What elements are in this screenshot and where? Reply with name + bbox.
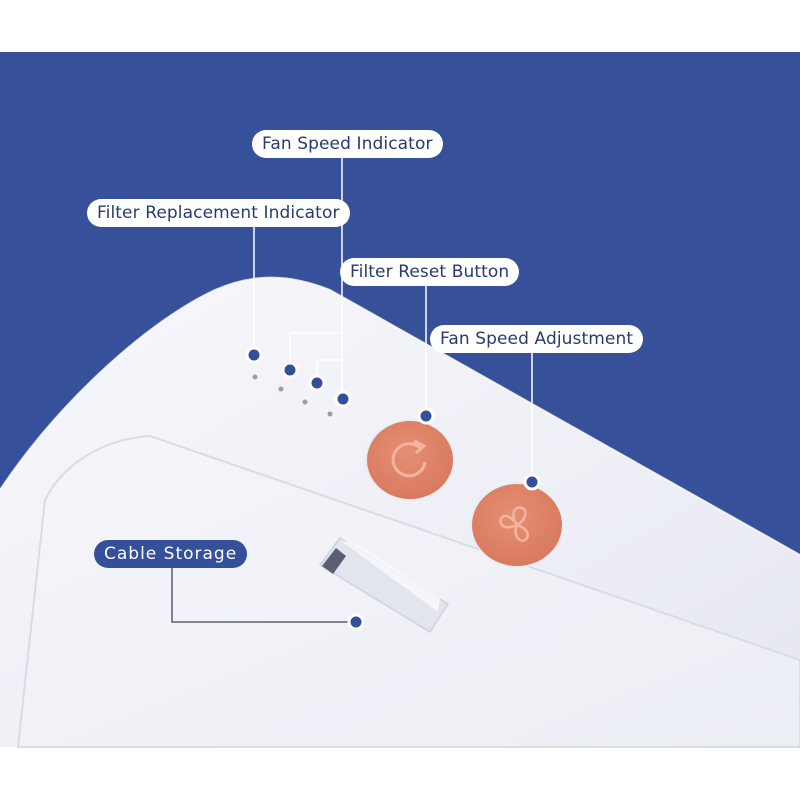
cable-slot	[318, 537, 450, 634]
circular-arrow-icon	[391, 439, 427, 478]
indicator-leds	[252, 374, 333, 417]
leader-fan-speed-indicator	[289, 155, 343, 370]
marker-cable-storage	[347, 613, 365, 631]
label-cable-storage: Cable Storage	[94, 540, 248, 568]
marker-fan-speed-2	[308, 374, 326, 392]
marker-fan-speed-adjustment	[523, 473, 541, 491]
top-white-strip	[0, 0, 800, 52]
bottom-white-strip	[0, 747, 800, 800]
fan-icon	[499, 506, 529, 542]
label-fan-speed-indicator: Fan Speed Indicator	[252, 130, 443, 158]
device-edge-highlight	[0, 276, 800, 556]
marker-filter-replacement	[245, 346, 263, 364]
marker-fan-speed-3	[334, 390, 352, 408]
leader-cable-storage	[171, 566, 356, 623]
label-filter-reset-button: Filter Reset Button	[340, 258, 520, 286]
marker-filter-reset	[417, 407, 435, 425]
label-filter-replacement-indicator: Filter Replacement Indicator	[87, 199, 350, 227]
callout-markers	[245, 346, 541, 631]
fan-speed-button[interactable]	[470, 482, 564, 568]
label-fan-speed-adjustment: Fan Speed Adjustment	[430, 325, 644, 353]
filter-reset-button[interactable]	[365, 419, 455, 501]
marker-fan-speed-1	[281, 361, 299, 379]
